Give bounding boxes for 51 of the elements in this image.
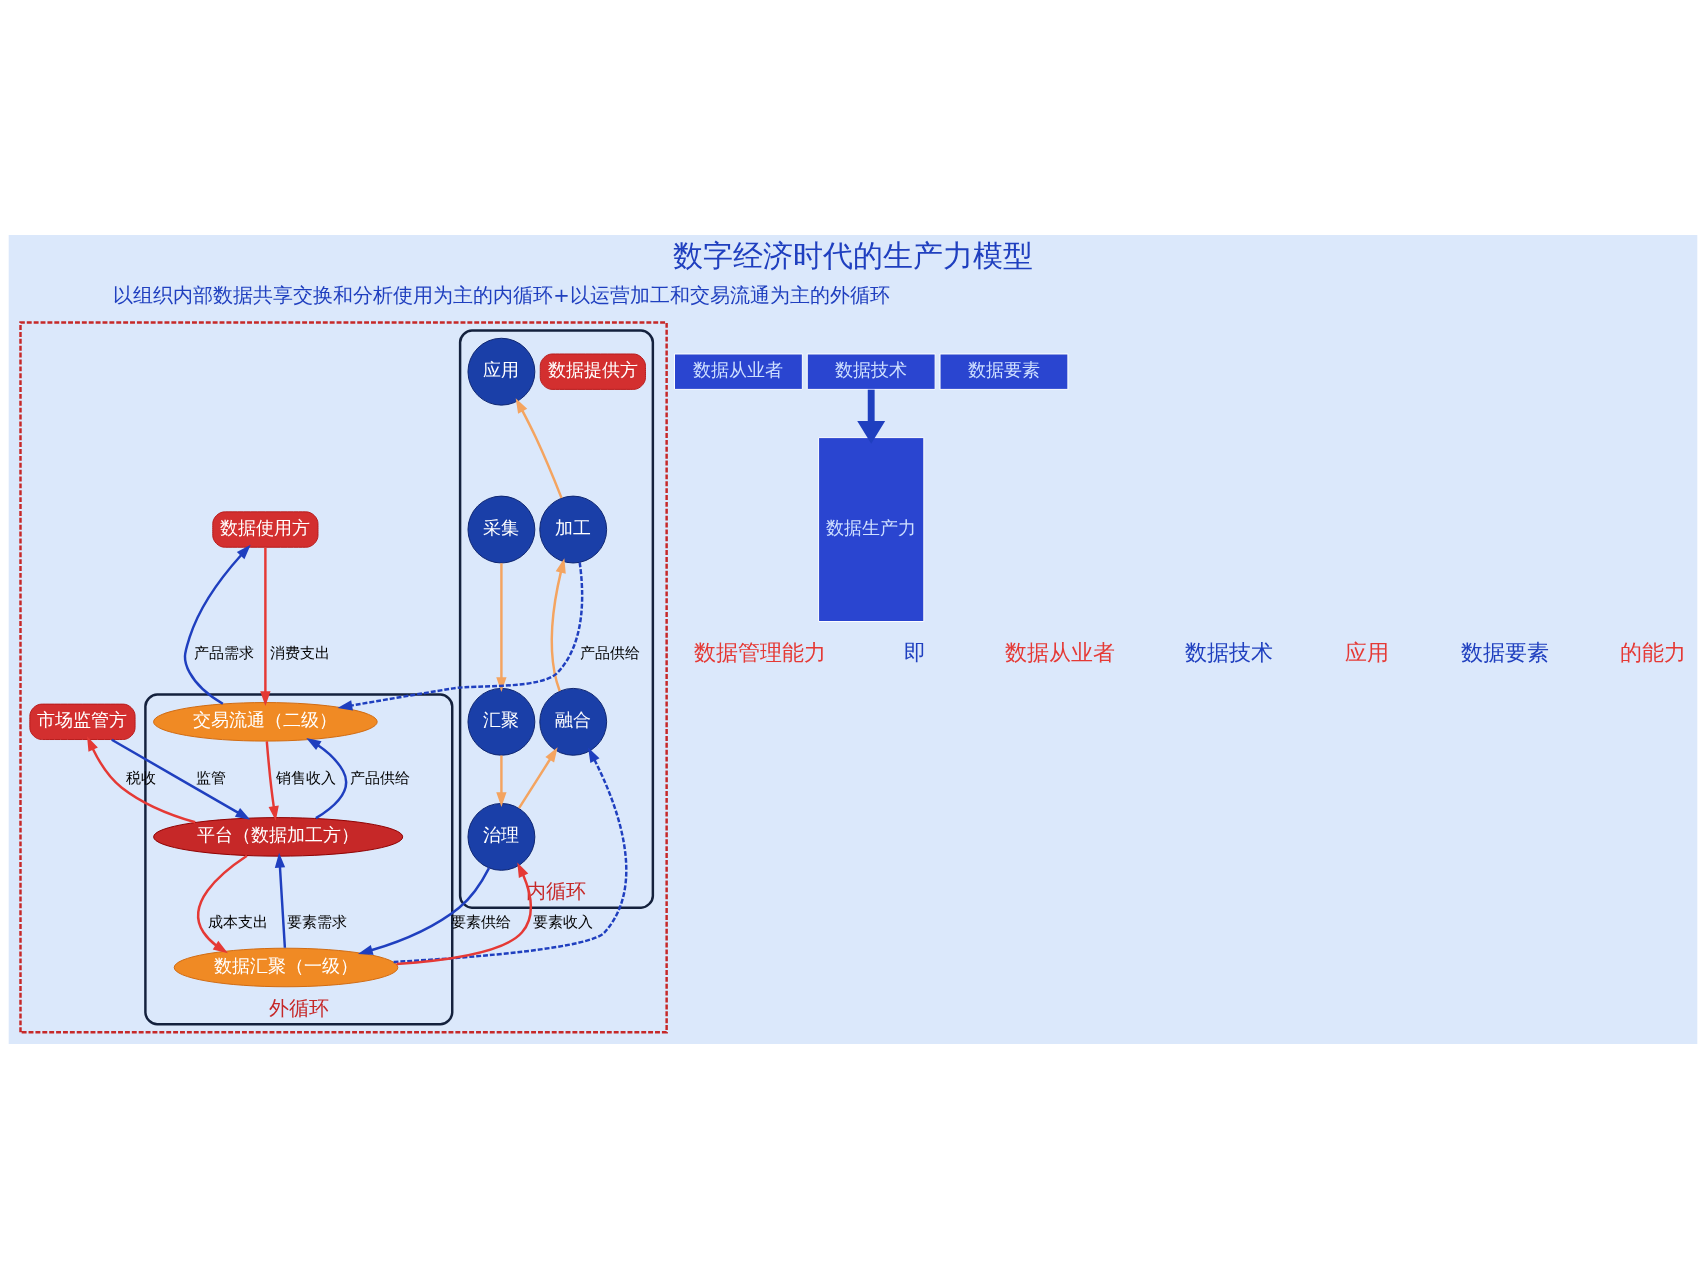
label: 数据技术 xyxy=(1185,640,1274,666)
label: 以组织内部数据共享交换和分析使用为主的内循环+以运营加工和交易流通为主的外循环 xyxy=(113,283,890,307)
arrow xyxy=(111,738,251,820)
node-circle: 加工 xyxy=(539,495,608,564)
edge-label: 产品供给 xyxy=(350,768,411,786)
arrow xyxy=(265,741,279,821)
arrow xyxy=(197,854,248,954)
label: 数据管理能力 xyxy=(694,640,827,666)
arrow xyxy=(260,547,271,707)
label: 即 xyxy=(904,640,927,666)
arrow xyxy=(496,563,507,692)
node-box: 数据使用方 xyxy=(212,511,319,548)
arrow xyxy=(337,562,584,711)
node-box: 数据提供方 xyxy=(539,353,646,390)
node-box: 数据技术 xyxy=(806,353,936,390)
edge-label: 监管 xyxy=(196,768,227,786)
arrow xyxy=(496,755,507,807)
label: 应用 xyxy=(1344,640,1389,666)
arrow xyxy=(396,862,532,966)
label: 的能力 xyxy=(1620,640,1687,666)
edge-label: 销售收入 xyxy=(275,768,336,786)
edge-label: 产品供给 xyxy=(579,644,640,662)
node-box: 市场监管方 xyxy=(29,703,136,740)
label: 数据要素 xyxy=(1460,640,1549,666)
edge-label: 消费支出 xyxy=(269,644,330,662)
edge-label: 成本支出 xyxy=(207,913,268,931)
node-circle: 采集 xyxy=(467,495,536,564)
node-circle: 融合 xyxy=(539,687,608,756)
node-box: 数据从业者 xyxy=(674,353,803,390)
edge-label: 产品需求 xyxy=(194,644,255,662)
node-circle: 治理 xyxy=(467,802,536,871)
edge-label: 要素收入 xyxy=(533,913,594,931)
node-circle: 汇聚 xyxy=(467,687,536,756)
arrow xyxy=(518,747,558,809)
diagram-title: 数字经济时代的生产力模型 xyxy=(673,239,1033,274)
cluster xyxy=(19,321,668,1034)
arrow xyxy=(550,558,566,692)
node-box: 数据生产力 xyxy=(818,437,925,622)
arrow xyxy=(857,389,886,444)
edge-label: 要素需求 xyxy=(287,913,348,931)
node-circle: 应用 xyxy=(467,337,536,406)
arrow xyxy=(357,867,491,955)
arrow xyxy=(306,737,348,820)
arrow xyxy=(393,747,628,964)
arrow xyxy=(87,736,196,824)
arrow xyxy=(274,852,287,948)
arrow xyxy=(515,398,563,499)
node-box: 数据要素 xyxy=(939,353,1069,390)
arrow xyxy=(183,544,251,705)
node-ellipse: 平台（数据加工方） xyxy=(153,817,404,857)
label: 数据从业者 xyxy=(1005,640,1116,666)
